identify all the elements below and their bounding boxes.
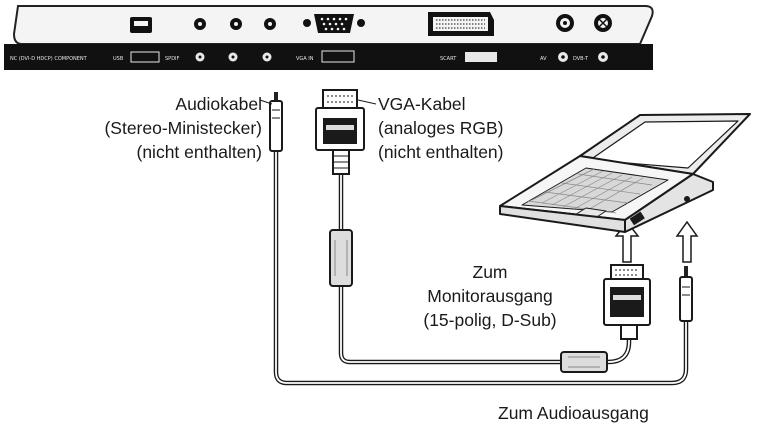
vga-cable (338, 172, 632, 365)
audio-plug-icon (269, 92, 283, 152)
vga-port-icon (303, 14, 365, 33)
audio-cable-label-line: (nicht enthalten) (136, 142, 263, 162)
monitor-rear-panel: NC (DVI-D HDCP) COMPONENT USB SPDIF VGA … (4, 5, 654, 70)
scart-port-icon (428, 12, 494, 36)
ferrite-core-icon (329, 229, 353, 287)
panel-port-label: SCART (440, 56, 457, 62)
antenna-port-icon (556, 14, 574, 32)
panel-port-label: SPDIF (165, 56, 180, 62)
vga-plug-icon (603, 264, 651, 340)
audio-cable-label-line: Audiokabel (175, 94, 262, 114)
panel-port-label: USB (113, 56, 124, 62)
vga-cable-label-line: VGA-Kabel (378, 94, 466, 114)
audio-cable-label: Audiokabel (Stereo-Ministecker) (nicht e… (64, 92, 262, 164)
antenna-port-icon (594, 14, 612, 32)
monitor-output-label-line: Monitorausgang (427, 286, 553, 306)
audio-output-label: Zum Audioausgang (498, 403, 649, 423)
audio-cable-label-line: (Stereo-Ministecker) (104, 118, 262, 138)
arrow-up-icon (675, 220, 699, 263)
vga-cable-label-line: (analoges RGB) (378, 118, 504, 138)
laptop-icon (499, 113, 751, 233)
panel-port-label: AV (540, 56, 547, 62)
panel-port-label: DVB-T (573, 56, 589, 62)
vga-plug-icon (315, 89, 365, 175)
monitor-output-label-line: Zum (472, 262, 508, 282)
monitor-output-label-line: (15-polig, D-Sub) (423, 310, 557, 330)
vga-cable-label-line: (nicht enthalten) (378, 142, 504, 162)
panel-port-label: VGA IN (296, 56, 314, 62)
vga-cable-label: VGA-Kabel (analoges RGB) (nicht enthalte… (378, 92, 578, 164)
audio-cable (273, 150, 689, 386)
monitor-output-label: Zum Monitorausgang (15-polig, D-Sub) (400, 260, 580, 332)
ferrite-core-icon (560, 351, 608, 373)
panel-port-label: NC (DVI-D HDCP) COMPONENT (10, 56, 88, 62)
audio-plug-icon (679, 266, 693, 322)
